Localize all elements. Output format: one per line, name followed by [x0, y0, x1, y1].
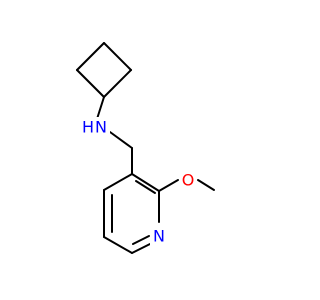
cyclobutane-ring: [76, 42, 132, 98]
bond-o-to-ch3: [197, 179, 215, 191]
pyridine-n-label: N: [150, 226, 168, 246]
bond-cb-1: [76, 42, 105, 71]
bond-cb-3: [103, 69, 132, 98]
bond-c3-c2-inner: [135, 180, 156, 194]
amine-n-text: N: [95, 118, 107, 137]
bond-cb-2: [103, 42, 132, 71]
bond-cb-4: [76, 69, 105, 98]
bond-c4-c3: [103, 173, 133, 191]
bond-nh-to-ch2: [109, 131, 133, 149]
pyridine-n-text: N: [153, 227, 165, 246]
pyridine-ring: [103, 173, 160, 254]
ether-o-text: O: [182, 171, 195, 190]
bond-c3-c2: [131, 173, 160, 192]
ether-o-label: O: [179, 170, 197, 190]
bond-c2-to-o: [158, 179, 179, 192]
amine-h-text: H: [82, 118, 94, 137]
bond-n1-c6: [131, 243, 151, 254]
bond-cb-to-nh: [96, 96, 105, 120]
bond-n1-c6-inner: [132, 235, 150, 245]
bond-c6-c5: [103, 236, 133, 254]
amine-nh-label: H N: [82, 117, 110, 137]
molecule-diagram: H N O N: [76, 42, 215, 254]
